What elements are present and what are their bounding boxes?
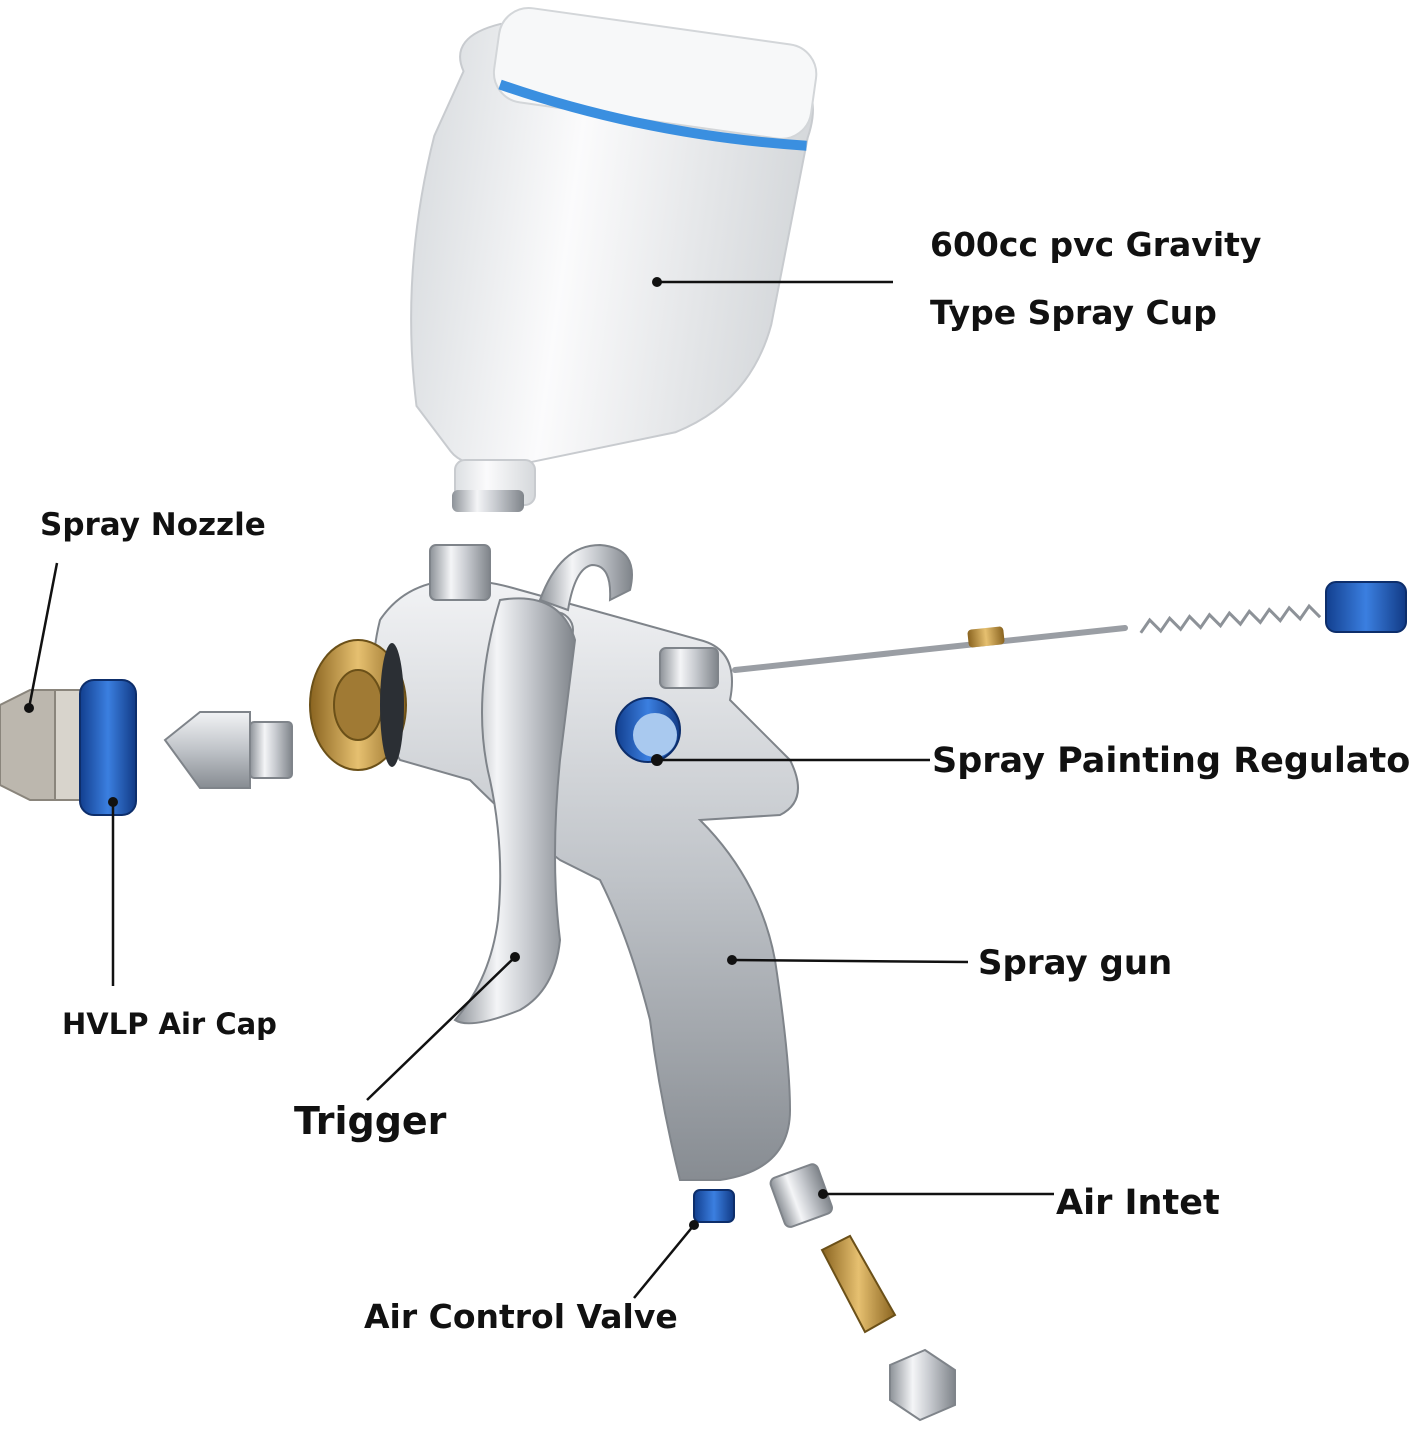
label-cup-line1: 600cc pvc Gravity (930, 225, 1262, 264)
hose-fitting-part (820, 1234, 956, 1422)
label-regulator: Spray Painting Regulator (932, 741, 1410, 781)
air-cap-part (0, 679, 137, 816)
leader-nozzle (27, 562, 59, 709)
leader-trigger (366, 956, 516, 1101)
spray-cup (410, 7, 818, 512)
label-air-control-valve: Air Control Valve (364, 1297, 678, 1336)
needle-assembly (732, 581, 1407, 673)
label-spray-nozzle: Spray Nozzle (40, 507, 266, 543)
leader-lines (24, 277, 1054, 1299)
label-cup-line2: Type Spray Cup (930, 293, 1217, 332)
label-spray-gun: Spray gun (978, 943, 1173, 983)
label-air-inlet: Air Intet (1056, 1183, 1220, 1223)
leader-spray-gun (731, 958, 969, 964)
label-trigger: Trigger (294, 1099, 447, 1143)
label-air-cap: HVLP Air Cap (62, 1007, 277, 1041)
trigger-part (453, 597, 577, 1025)
nozzle-tip-part (163, 711, 293, 789)
leader-air-control-valve (633, 1224, 695, 1299)
spray-gun-body (309, 543, 833, 1228)
